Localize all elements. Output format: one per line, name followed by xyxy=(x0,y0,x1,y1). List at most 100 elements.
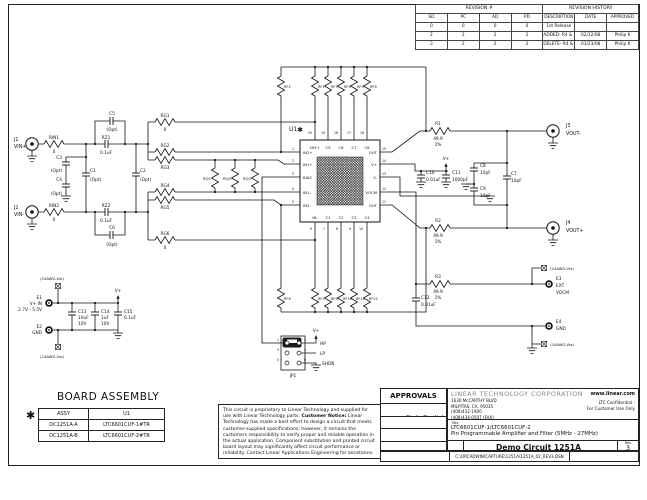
via-label: (24AWG-Via) xyxy=(550,266,574,271)
via-label: (24AWG-Via) xyxy=(40,354,64,359)
cell: DELETE- R4 & R5 xyxy=(542,40,576,50)
bnc-j1 xyxy=(25,137,39,151)
bnc-j4 xyxy=(546,221,560,235)
pin-num: 7 xyxy=(323,227,325,231)
engineer-row: ENGINEER: Philip K. xyxy=(381,417,446,430)
ic-exposed-pad xyxy=(316,156,364,206)
res-rg3 xyxy=(154,156,176,164)
c2-val: (Opt) xyxy=(140,177,151,183)
pin-num: 12 xyxy=(382,187,386,191)
pin-name: C4 xyxy=(364,215,370,220)
cap-c9 xyxy=(469,187,479,192)
cell: Philip K xyxy=(606,40,639,50)
cell: 02/12/08 xyxy=(574,31,608,41)
rf11-ref: RF11 xyxy=(356,297,365,301)
rf7-ref: RF7 xyxy=(318,297,325,301)
footer-row: Date: Tuesday, March 24, 2009 C:\ORCADWI… xyxy=(380,451,639,462)
res-rq2 xyxy=(231,167,239,189)
pin-name: IN3+ xyxy=(310,145,320,150)
c11-ref: C11 xyxy=(452,170,461,176)
turret-e2 xyxy=(45,326,53,334)
cell: 1st Release xyxy=(542,22,576,32)
cap-c13 xyxy=(67,311,77,316)
pin-num: 8 xyxy=(336,227,338,231)
c3-ref: C3 xyxy=(56,155,62,161)
c11-val: 1000pF xyxy=(452,177,469,183)
pin-name: V+ xyxy=(371,162,377,167)
c9-val: 10pF xyxy=(480,193,491,199)
pin-name: IN- xyxy=(312,215,318,220)
via-label: (24AWG-Via) xyxy=(550,342,574,347)
c12-ref: C12 xyxy=(421,295,430,301)
pin-num: 6 xyxy=(310,227,312,231)
via-symbols xyxy=(55,265,547,350)
pin-num: 13 xyxy=(382,172,386,176)
r2-ref: R2 xyxy=(435,218,441,224)
schematic-title-line2: Pin Programmable Amplifier and Filter (5… xyxy=(451,431,598,438)
rin1-val: 0 xyxy=(53,149,56,155)
rf9-ref: RF9 xyxy=(331,297,338,301)
rq3-ref: RQ3 xyxy=(243,176,252,181)
pin-num: 16 xyxy=(360,131,364,135)
cap-c4 xyxy=(61,183,71,188)
company-phone: (408)432-1900 xyxy=(451,409,482,415)
res-rg4 xyxy=(154,188,176,196)
title-block: LINEAR TECHNOLOGY CORPORATION 1630 McCAR… xyxy=(447,388,639,457)
rin2-val: 0 xyxy=(53,217,56,223)
j1-ref: J1 xyxy=(13,137,18,143)
pin-name: C7 xyxy=(351,145,357,150)
pin-num: 14 xyxy=(382,159,386,163)
cap-rz1 xyxy=(104,139,109,149)
pin-name: C8 xyxy=(364,145,370,150)
capacitor-symbols xyxy=(61,116,512,316)
r3-ref: R3 xyxy=(435,274,441,280)
rin2-ref: RIN2 xyxy=(49,203,59,209)
pin-num: 2 xyxy=(292,159,294,163)
rz2-val: 0.1uF xyxy=(100,218,113,224)
cell: DC1251A-A xyxy=(38,419,89,431)
pin-num: 9 xyxy=(349,227,351,231)
res-rin1 xyxy=(43,140,65,148)
company-website: www.linear.com xyxy=(590,391,635,397)
cell: DC1251A-B xyxy=(38,430,89,442)
j2-net: VIN- xyxy=(14,212,24,218)
rz2-ref: RZ2 xyxy=(102,203,111,209)
col-header: AD xyxy=(478,13,512,23)
rf4-ref: RF4 xyxy=(344,85,351,89)
j3-net: VOUT- xyxy=(566,131,581,137)
vplus-net-label: V+ xyxy=(313,328,320,334)
c14-ref: C14 xyxy=(101,309,110,315)
jp1-pin4: 4 xyxy=(304,348,306,352)
res-rq3 xyxy=(251,167,259,189)
c1-ref: C1 xyxy=(90,168,96,174)
e3-ref: E3 xyxy=(556,276,562,282)
pin-name: IN1- xyxy=(303,190,311,195)
rz1-val: 0.1uF xyxy=(100,150,113,156)
jp1-ref: JP1 xyxy=(289,373,297,379)
cap-c10 xyxy=(416,174,426,179)
c9-ref: C9 xyxy=(480,186,486,192)
cap-c1 xyxy=(81,172,91,177)
j4-ref: J4 xyxy=(565,220,570,226)
rev-value: 3 xyxy=(625,443,631,452)
approved-row: APPROVED: xyxy=(381,429,446,443)
rf12-ref: RF12 xyxy=(369,297,378,301)
e1-l1: V+ IN xyxy=(30,301,42,307)
jp1-hp-label: HP xyxy=(320,341,326,347)
company-fax: (408)434-0507 (FAX) xyxy=(451,414,494,420)
pin-num: 20 xyxy=(308,131,312,135)
pin-name: BIAS xyxy=(303,175,312,180)
c5-val: (Opt) xyxy=(106,127,117,133)
u1-ref: U1 xyxy=(289,126,297,133)
company-address: 1630 McCARTHY BLVD xyxy=(451,398,497,403)
pin-name: C5 xyxy=(325,145,331,150)
table-row: REVISION # REVISION HISTORY xyxy=(414,4,639,14)
cell: 2 xyxy=(446,31,480,41)
c14-val: 1uF xyxy=(101,315,109,321)
res-r2 xyxy=(429,224,451,232)
res-rg2 xyxy=(154,148,176,156)
c15-val: 0.1uF xyxy=(124,315,137,321)
e1-l2: 2.7V - 5.5V xyxy=(18,307,42,313)
r2-tol: 1% xyxy=(435,239,442,245)
